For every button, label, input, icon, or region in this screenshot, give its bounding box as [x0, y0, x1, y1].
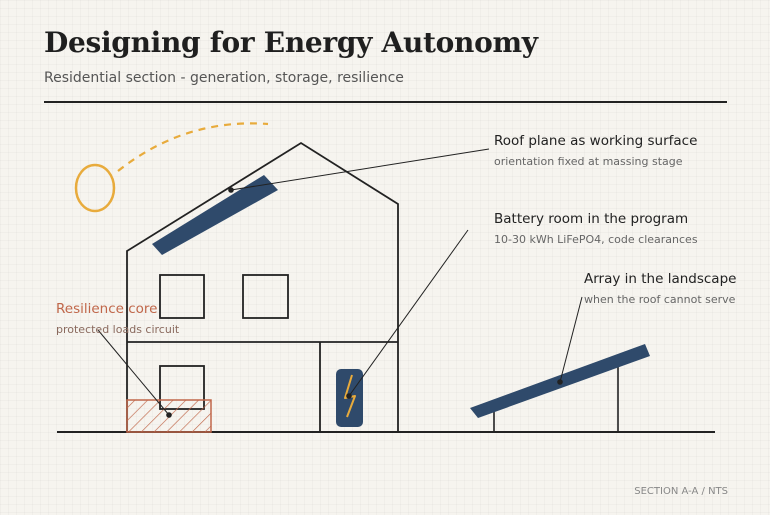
callout-array: Array in the landscape when the roof can…	[584, 271, 736, 306]
callout-battery: Battery room in the program 10-30 kWh Li…	[494, 211, 698, 246]
sun-icon	[74, 163, 116, 213]
leader-battery-dot	[346, 393, 352, 399]
window-upper-left	[159, 274, 205, 319]
house-outline	[126, 141, 399, 432]
callout-roof-note: orientation fixed at massing stage	[494, 155, 683, 168]
callout-battery-title: Battery room in the program	[494, 211, 689, 227]
callout-battery-note: 10-30 kWh LiFePO4, code clearances	[494, 233, 698, 246]
callout-roof-title: Roof plane as working surface	[494, 133, 698, 149]
callout-array-title: Array in the landscape	[584, 271, 737, 287]
leader-roof	[230, 148, 490, 191]
window-upper-right	[242, 274, 289, 319]
leader-array	[559, 296, 583, 383]
roof-solar-panel	[152, 175, 278, 255]
header-rule	[44, 101, 727, 103]
leader-roof-dot	[228, 187, 234, 193]
callout-roof: Roof plane as working surface orientatio…	[494, 133, 697, 168]
diagram-subtitle: Residential section - generation, storag…	[44, 70, 404, 86]
diagram-title: Designing for Energy Autonomy	[44, 26, 538, 59]
callout-core-note: protected loads circuit	[56, 323, 180, 336]
leader-core-dot	[166, 412, 172, 418]
leader-battery	[348, 229, 469, 397]
leader-array-dot	[557, 379, 563, 385]
callout-core-title: Resilience core	[56, 301, 158, 317]
callout-array-note: when the roof cannot serve	[584, 293, 736, 306]
sun-path-line	[117, 122, 269, 172]
section-label: SECTION A-A / NTS	[634, 486, 728, 497]
callout-resilience-core: Resilience core protected loads circuit	[56, 301, 179, 336]
leader-core	[97, 329, 170, 416]
